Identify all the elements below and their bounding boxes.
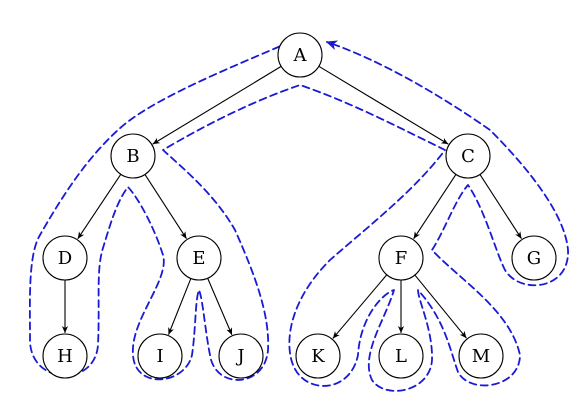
node-label: F — [395, 248, 408, 269]
node-circle — [137, 333, 183, 379]
node-circle — [42, 235, 88, 281]
nodes: A B C D E F G H I J K L M — [42, 32, 557, 379]
node-label: L — [395, 346, 407, 367]
node-label: E — [192, 248, 205, 269]
edge-e-j — [207, 278, 233, 336]
node-label: M — [472, 346, 490, 367]
node-g: G — [511, 235, 557, 281]
node-circle — [295, 333, 341, 379]
edge-c-f — [413, 174, 457, 240]
edge-f-m — [414, 274, 467, 339]
node-e: E — [176, 235, 222, 281]
node-m: M — [458, 333, 504, 379]
node-label: C — [461, 146, 475, 167]
node-label: A — [293, 45, 308, 66]
edge-a-b — [152, 65, 282, 145]
node-k: K — [295, 333, 341, 379]
node-label: H — [57, 346, 73, 367]
node-h: H — [42, 333, 88, 379]
node-d: D — [42, 235, 88, 281]
edge-b-e — [144, 174, 187, 239]
node-circle — [176, 235, 222, 281]
node-c: C — [445, 133, 491, 179]
edge-a-c — [318, 65, 449, 145]
node-label: G — [527, 248, 541, 269]
node-label: I — [156, 346, 163, 367]
node-label: K — [311, 346, 325, 367]
node-circle — [458, 333, 504, 379]
edge-e-i — [167, 278, 192, 335]
node-i: I — [137, 333, 183, 379]
node-circle — [42, 333, 88, 379]
edge-b-d — [77, 174, 122, 240]
node-circle — [445, 133, 491, 179]
node-circle — [511, 235, 557, 281]
node-circle — [378, 333, 424, 379]
node-circle — [378, 235, 424, 281]
node-label: D — [58, 248, 72, 269]
node-f: F — [378, 235, 424, 281]
node-label: J — [235, 346, 244, 367]
node-label: B — [126, 146, 139, 167]
traversal-contour — [28, 40, 569, 392]
node-circle — [277, 32, 323, 78]
node-circle — [110, 133, 156, 179]
node-a: A — [277, 32, 323, 78]
node-b: B — [110, 133, 156, 179]
node-circle — [218, 333, 264, 379]
node-l: L — [378, 333, 424, 379]
node-j: J — [218, 333, 264, 379]
edges — [61, 65, 522, 339]
edge-f-k — [332, 274, 388, 339]
edge-c-g — [479, 174, 522, 239]
